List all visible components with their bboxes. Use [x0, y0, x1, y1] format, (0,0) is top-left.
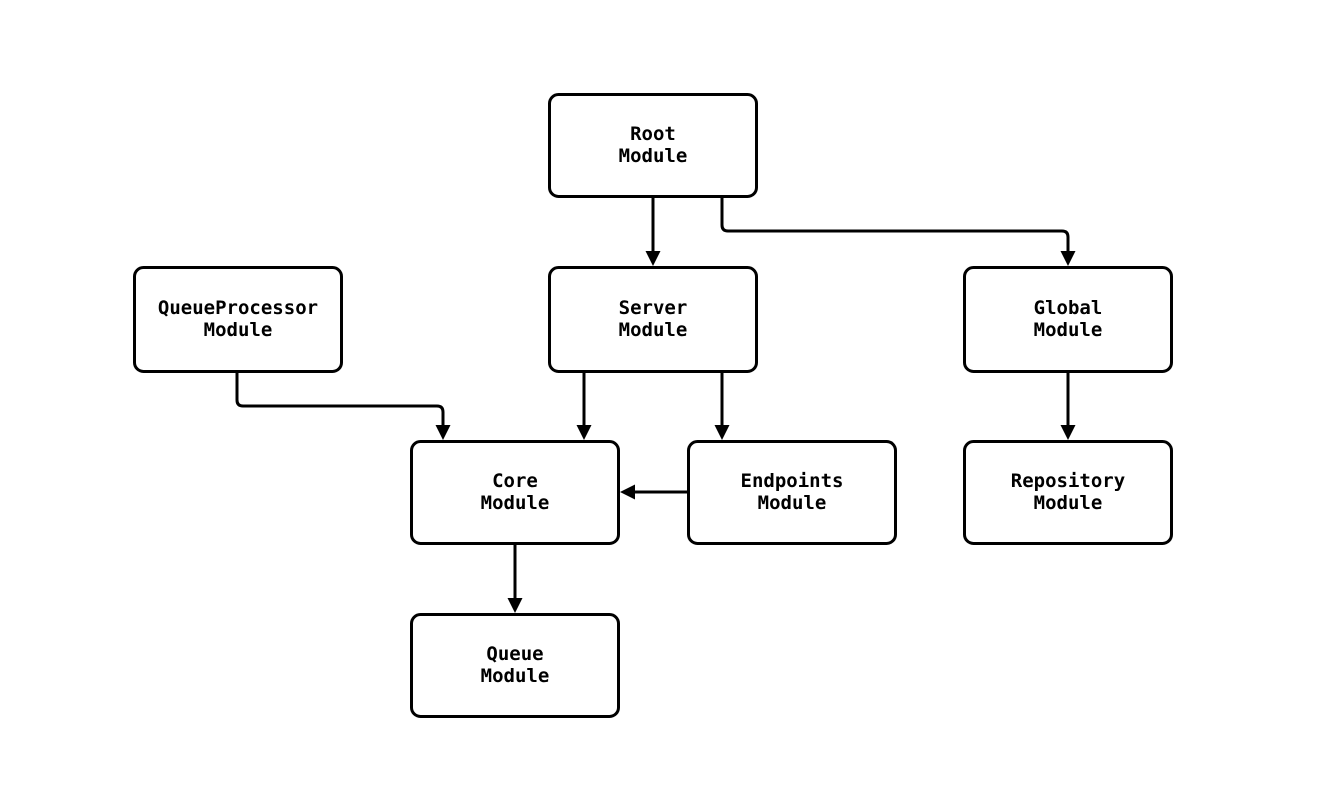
node-box[interactable]: [687, 440, 897, 545]
arrowhead-icon: [576, 425, 592, 440]
arrowhead-icon: [507, 598, 523, 613]
edge-endpoints-to-core: [620, 484, 687, 500]
arrowhead-icon: [645, 251, 661, 266]
node-label-line1: Global: [1034, 297, 1103, 319]
arrowhead-icon: [620, 484, 635, 500]
node-label-line1: QueueProcessor: [158, 297, 318, 319]
node-label-line2: Module: [619, 145, 688, 167]
node-box[interactable]: [963, 266, 1173, 373]
node-label-line2: Module: [1034, 319, 1103, 341]
edge-server-to-core: [576, 373, 592, 440]
node-box[interactable]: [410, 613, 620, 718]
node-label-line2: Module: [481, 492, 550, 514]
arrowhead-icon: [1060, 251, 1076, 266]
node-label-line1: Endpoints: [741, 470, 844, 492]
node-box[interactable]: [133, 266, 343, 373]
node-label-line2: Module: [481, 665, 550, 687]
arrowhead-icon: [714, 425, 730, 440]
node-box[interactable]: [963, 440, 1173, 545]
edge-global-to-repository: [1060, 373, 1076, 440]
node-box[interactable]: [548, 266, 758, 373]
nodes-layer: RootModuleQueueProcessorModuleServerModu…: [133, 93, 1173, 718]
node-label-line2: Module: [619, 319, 688, 341]
edges-layer: [235, 198, 1076, 613]
edge-queueprocessor-to-core: [235, 373, 451, 440]
edge-root-to-server: [645, 198, 661, 266]
edge-line: [720, 198, 1070, 252]
node-label-line2: Module: [204, 319, 273, 341]
node-box[interactable]: [548, 93, 758, 198]
arrowhead-icon: [1060, 425, 1076, 440]
node-label-line1: Repository: [1011, 470, 1125, 492]
node-label-line1: Server: [619, 297, 688, 319]
edge-server-to-endpoints: [714, 373, 730, 440]
edge-root-to-global: [720, 198, 1076, 266]
arrowhead-icon: [435, 425, 451, 440]
node-label-line2: Module: [1034, 492, 1103, 514]
edge-line: [235, 373, 445, 426]
edge-core-to-queue: [507, 545, 523, 613]
node-label-line2: Module: [758, 492, 827, 514]
node-label-line1: Queue: [486, 643, 543, 665]
node-label-line1: Core: [492, 470, 538, 492]
node-box[interactable]: [410, 440, 620, 545]
node-label-line1: Root: [630, 123, 676, 145]
